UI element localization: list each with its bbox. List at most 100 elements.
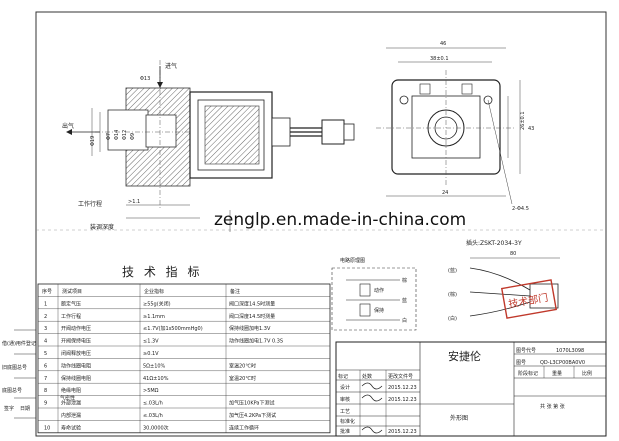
circuit-hold: 保持: [374, 307, 384, 314]
spec-cell: ≥0.1V: [143, 351, 159, 357]
spec-cell: 连续工作循环: [229, 424, 259, 431]
mount-hole-left: [399, 95, 409, 105]
scale-label: 比例: [582, 370, 592, 377]
coil-hold: [359, 303, 371, 317]
spec-cell: 保持线圈加电1.3V: [229, 325, 271, 332]
role-standard: 标准化: [340, 418, 355, 425]
circuit-title: 电路原理图: [340, 257, 365, 264]
inlet-label: 进气: [165, 62, 177, 70]
dim-38: 38±0.1: [430, 56, 449, 62]
count-label: 处数: [362, 373, 372, 380]
inlet-arrow-head: [157, 82, 163, 88]
spec-cell: 4: [44, 339, 47, 345]
depth-label: 装调深度: [90, 223, 114, 231]
circuit-action: 动作: [374, 287, 384, 294]
left-margin: 借(通)用件登记 旧底图总号 底图总号 签字 日期: [2, 329, 36, 419]
bottom-title: 外形图: [450, 414, 468, 422]
spec-cell: 阀口深度14.5时测量: [229, 300, 275, 307]
spec-cell: ≥1.1mm: [143, 314, 165, 320]
dim-46: 46: [440, 41, 446, 47]
spec-header: 序号: [42, 288, 52, 295]
spec-cell: ≤1.3V: [143, 339, 159, 345]
signature-1: [361, 382, 383, 390]
spec-cell: ≤.03L/h: [143, 401, 163, 407]
spec-cell: 5: [44, 351, 47, 357]
hole-label: 2-Φ4.5: [512, 206, 529, 212]
drawing-no: QD-L3CP00BA0V0: [540, 360, 585, 366]
margin-label-4: 签字: [4, 405, 14, 412]
spec-cell: 7: [44, 376, 47, 382]
spec-cell: 1: [44, 301, 47, 307]
connector-label: 插头:ZSKT-2034-3Y: [466, 239, 522, 247]
outlet-arrow-head: [66, 129, 72, 135]
stamp-box: [500, 279, 558, 319]
spec-header: 企业指标: [144, 288, 164, 295]
spec-header: 测试项目: [62, 288, 82, 295]
dim-phi14: Φ14: [114, 130, 120, 140]
spec-cell: 闭阀释放电压: [61, 350, 91, 357]
role-design: 设计: [340, 384, 350, 391]
spec-group-label: 气密性: [60, 395, 75, 402]
spec-cell: 30,0000次: [143, 424, 169, 431]
sig-date-3: 2015.12.23: [388, 429, 417, 435]
coil-end: [271, 117, 291, 147]
spec-cell: >5MΩ: [143, 388, 159, 394]
valve-side-view: 进气 出气 Φ13 Φ19 Φ7 Φ14 Φ12 Φ9 工作行程 >1.1 装调…: [62, 60, 355, 232]
spec-cell: 9: [44, 401, 47, 407]
spec-cell: 动作线圈电阻: [61, 362, 91, 369]
margin-label-2: 旧底图总号: [2, 364, 27, 371]
spec-cell: 41Ω±10%: [143, 376, 169, 382]
spec-cell: 开阀动作电压: [61, 325, 91, 332]
spec-cell: ≥55g(关闭): [143, 300, 171, 307]
tab-left: [419, 83, 431, 95]
coil-action: [359, 283, 371, 297]
dim-phi7: Φ7: [106, 133, 112, 140]
role-process: 工艺: [340, 409, 350, 415]
spec-cell: 动作线圈加电1.7V 0.3S: [229, 338, 283, 345]
circuit-white: 白: [402, 317, 407, 324]
dim-phi13: Φ13: [140, 76, 150, 82]
spec-cell: 寿命试验: [61, 424, 81, 431]
change-doc-label: 更改文件号: [388, 373, 413, 380]
spec-cell: 加气压10KPa下测试: [229, 400, 275, 407]
dim-43: 43: [528, 126, 534, 132]
valve-front-view: 46 38±0.1 26±0.1 43 24 2-Φ4.5: [376, 41, 534, 212]
dim-phi19: Φ19: [90, 136, 96, 146]
spec-cell: 开阀保持电压: [61, 338, 91, 345]
wire-label-blue: (蓝): [448, 267, 457, 274]
margin-label-1: 借(通)用件登记: [2, 340, 36, 347]
role-approve: 批准: [340, 428, 350, 435]
wire-blue: [469, 267, 531, 291]
margin-label-3: 底图总号: [2, 387, 22, 394]
sig-date-1: 2015.12.23: [388, 385, 417, 391]
drawing-no-label: 图号: [516, 360, 526, 366]
dim-26: 26±0.1: [520, 111, 526, 130]
sheet-border: [35, 11, 607, 437]
mark-label: 标记: [338, 373, 348, 380]
spec-cell: ≤.03L/h: [143, 413, 163, 419]
dim-80: 80: [510, 251, 516, 257]
spec-header: 备注: [230, 288, 240, 295]
dim-24: 24: [442, 190, 448, 196]
circuit-frame: [331, 267, 417, 331]
title-block-frame: [335, 341, 607, 437]
circuit-diagram: 电路原理图 动作 保持 棕 蓝 白: [331, 257, 417, 331]
weight-label: 重量: [552, 370, 562, 377]
coil-winding: [204, 105, 260, 165]
spec-cell: ≤1.7V(加1s500mmHg0): [143, 325, 203, 332]
margin-label-5: 日期: [20, 406, 30, 412]
signature-3: [361, 426, 383, 434]
spec-cell: 3: [44, 326, 47, 332]
spec-cell: 外部泄漏: [61, 400, 81, 407]
wire-brown: [469, 291, 531, 297]
connector-body: [321, 119, 345, 145]
role-review: 审核: [340, 396, 350, 403]
doc-code: 1070L3098: [556, 348, 584, 354]
tab-right: [461, 83, 473, 95]
wire-label-white: (白): [448, 315, 457, 322]
spec-cell: 工作行程: [61, 313, 81, 320]
